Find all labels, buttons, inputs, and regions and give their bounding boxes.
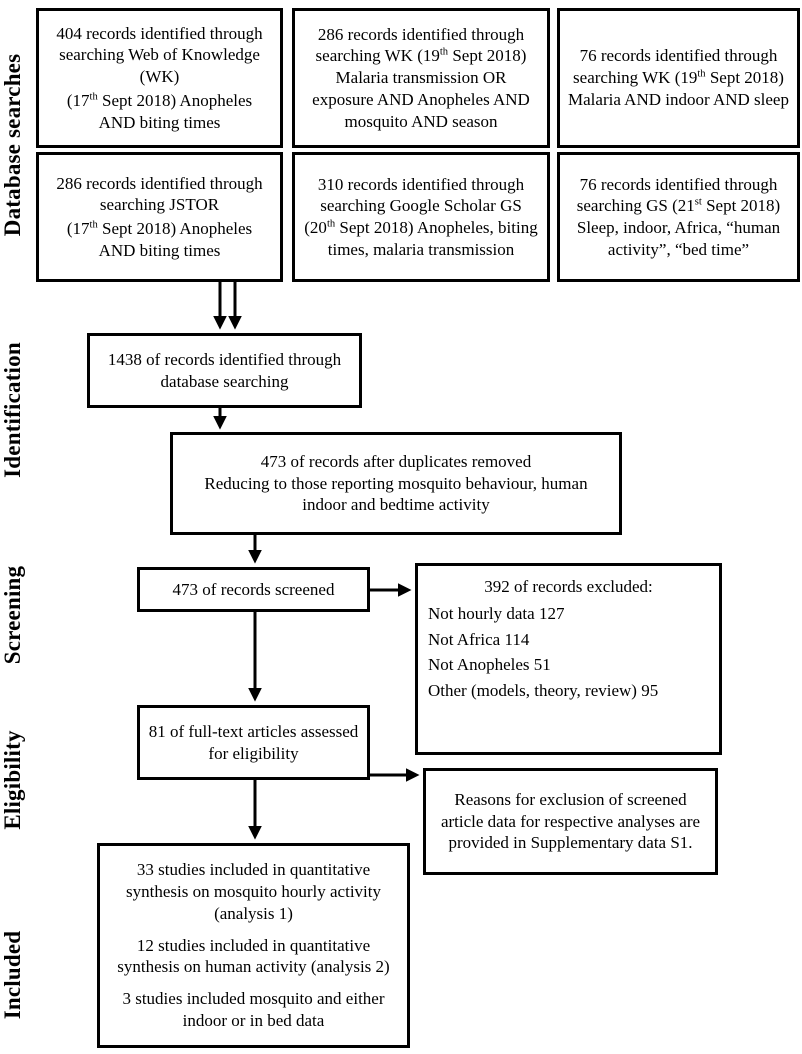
box-search-gs-sleep: 76 records identified through searching …	[557, 152, 800, 282]
stage-label-database-searches: Database searches	[0, 53, 25, 237]
paragraph: Not hourly data 127	[428, 603, 565, 623]
paragraph: Other (models, theory, review) 95	[428, 681, 659, 700]
paragraph: 3 studies included mosquito and either i…	[122, 989, 385, 1030]
stage-label-identification: Identification	[0, 342, 25, 478]
stage-label-included: Included	[0, 930, 25, 1020]
box-search-gs-anopheles: 310 records identified through searching…	[292, 152, 550, 282]
paragraph: 81 of full-text articles assessed for el…	[148, 721, 359, 763]
stage-label-screening: Screening	[0, 565, 25, 665]
box-records-screened: 473 of records screened	[137, 567, 370, 612]
paragraph: 76 records identified through searching …	[568, 46, 789, 109]
box-search-wk-transmission: 286 records identified through searching…	[292, 8, 550, 148]
paragraph: Reducing to those reporting mosquito beh…	[204, 473, 588, 515]
paragraph: 1438 of records identified through datab…	[107, 349, 342, 391]
box-search-jstor: 286 records identified through searching…	[36, 152, 283, 282]
paragraph: (17th Sept 2018) Anopheles AND biting ti…	[66, 90, 253, 132]
paragraph: 404 records identified through searching…	[56, 23, 263, 87]
paragraph: 286 records identified through searching…	[56, 173, 263, 215]
paragraph: 473 of records after duplicates removed	[260, 451, 532, 471]
box-search-wk-biting: 404 records identified through searching…	[36, 8, 283, 148]
paragraph: 473 of records screened	[172, 579, 335, 599]
paragraph: Not Africa 114	[428, 629, 530, 649]
box-fulltext-assessed: 81 of full-text articles assessed for el…	[137, 705, 370, 780]
paragraph: 33 studies included in quantitative synt…	[126, 860, 381, 923]
paragraph: 286 records identified through searching…	[312, 24, 530, 131]
paragraph: 76 records identified through searching …	[576, 174, 781, 259]
box-included-studies: 33 studies included in quantitative synt…	[97, 843, 410, 1048]
paragraph: Reasons for exclusion of screened articl…	[440, 789, 701, 853]
paragraph: Not Anopheles 51	[428, 655, 551, 675]
paragraph: 392 of records excluded:	[484, 577, 653, 596]
box-records-excluded: 392 of records excluded: Not hourly data …	[415, 563, 722, 755]
paragraph: (17th Sept 2018) Anopheles AND biting ti…	[66, 219, 253, 260]
box-records-identified: 1438 of records identified through datab…	[87, 333, 362, 408]
stage-label-eligibility: Eligibility	[0, 730, 25, 830]
paragraph: 310 records identified through searching…	[304, 174, 538, 259]
box-search-wk-sleep: 76 records identified through searching …	[557, 8, 800, 148]
box-exclusion-reasons: Reasons for exclusion of screened articl…	[423, 768, 718, 875]
paragraph: 12 studies included in quantitative synt…	[117, 935, 390, 977]
